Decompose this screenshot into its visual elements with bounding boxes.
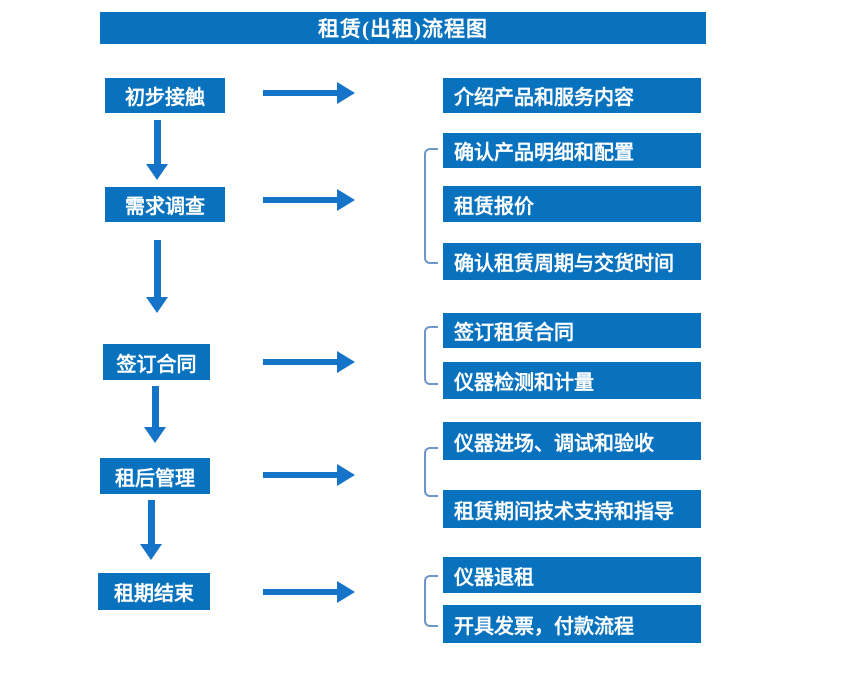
down-arrow-2 xyxy=(146,240,168,313)
step-box-initial-contact: 初步接触 xyxy=(105,78,225,113)
arrow-head xyxy=(337,581,355,603)
down-arrow-1 xyxy=(146,120,168,180)
detail-box-instrument-testing: 仪器检测和计量 xyxy=(443,362,701,399)
detail-box-invoice-payment: 开具发票，付款流程 xyxy=(443,605,701,643)
arrow-head xyxy=(144,427,166,443)
arrow-shaft xyxy=(152,386,159,427)
arrow-head xyxy=(337,351,355,373)
bracket-contract-group xyxy=(424,326,438,385)
detail-box-instrument-return: 仪器退租 xyxy=(443,557,701,593)
step-box-post-rental-management: 租后管理 xyxy=(100,458,210,494)
bracket-rental-end-group xyxy=(424,575,438,627)
detail-box-confirm-rental-period: 确认租赁周期与交货时间 xyxy=(443,243,701,280)
arrow-shaft xyxy=(154,240,161,297)
down-arrow-3 xyxy=(144,386,166,443)
bracket-demand-survey-group xyxy=(424,148,438,264)
flowchart-title: 租赁(出租)流程图 xyxy=(100,12,706,44)
right-arrow-rental-end xyxy=(263,581,355,603)
detail-box-sign-rental-contract: 签订租赁合同 xyxy=(443,313,701,348)
arrow-shaft xyxy=(263,359,337,365)
step-box-rental-end: 租期结束 xyxy=(98,573,210,610)
step-box-demand-survey: 需求调查 xyxy=(105,187,225,222)
right-arrow-post-rental xyxy=(263,464,355,486)
arrow-shaft xyxy=(263,197,337,203)
detail-box-confirm-product-details: 确认产品明细和配置 xyxy=(443,133,701,168)
arrow-shaft xyxy=(148,500,155,544)
right-arrow-initial-contact xyxy=(263,82,355,104)
arrow-shaft xyxy=(263,90,337,96)
detail-box-instrument-setup-acceptance: 仪器进场、调试和验收 xyxy=(443,422,701,460)
arrow-head xyxy=(337,189,355,211)
right-arrow-demand-survey xyxy=(263,189,355,211)
bracket-post-rental-group xyxy=(424,447,438,497)
arrow-shaft xyxy=(154,120,161,164)
arrow-head xyxy=(140,544,162,560)
detail-box-rental-quotation: 租赁报价 xyxy=(443,186,701,222)
right-arrow-contract-signing xyxy=(263,351,355,373)
arrow-shaft xyxy=(263,472,337,478)
arrow-head xyxy=(146,297,168,313)
arrow-head xyxy=(337,82,355,104)
down-arrow-4 xyxy=(140,500,162,560)
step-box-contract-signing: 签订合同 xyxy=(103,344,210,380)
detail-box-technical-support: 租赁期间技术支持和指导 xyxy=(443,490,701,528)
arrow-shaft xyxy=(263,589,337,595)
arrow-head xyxy=(146,164,168,180)
arrow-head xyxy=(337,464,355,486)
detail-box-introduce-products: 介绍产品和服务内容 xyxy=(443,78,701,113)
